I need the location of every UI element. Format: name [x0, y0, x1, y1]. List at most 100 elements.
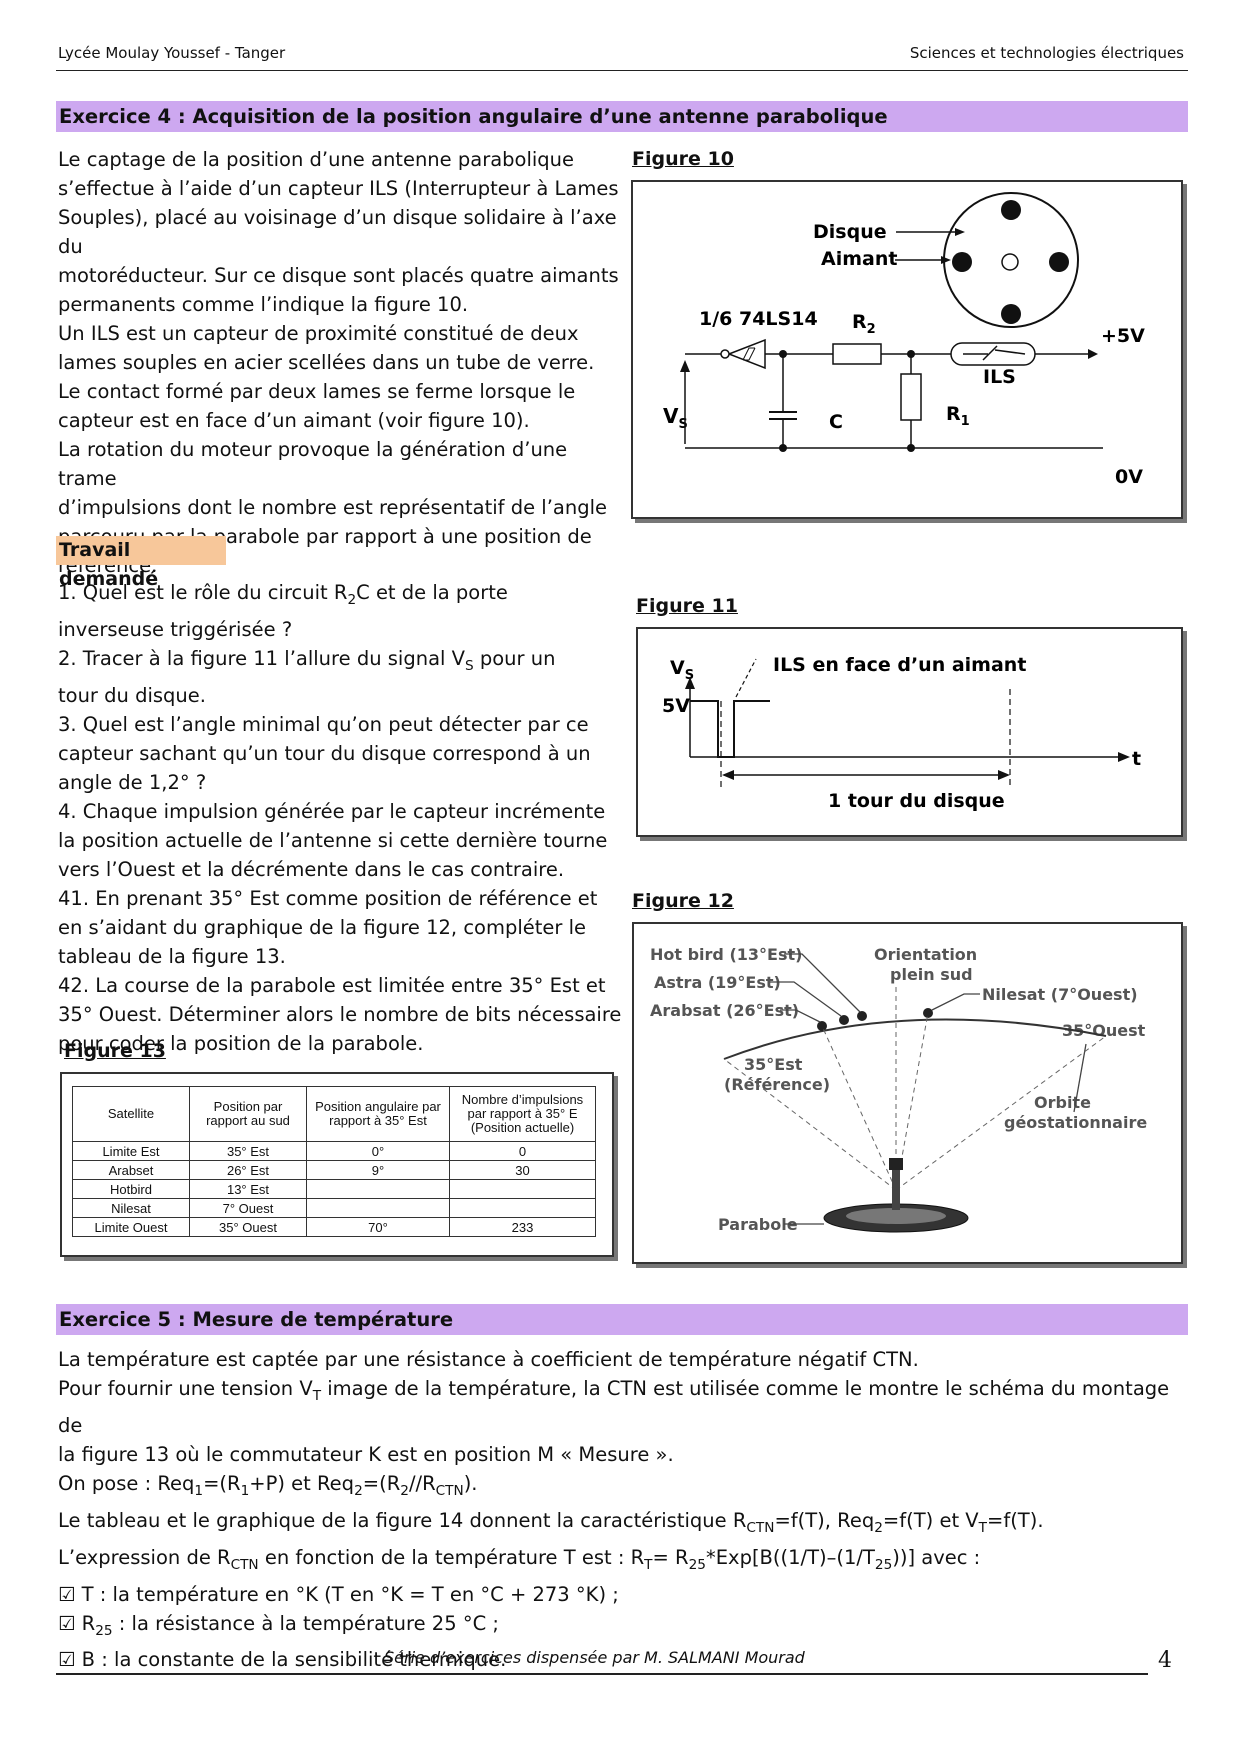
label-vs: VS — [663, 404, 688, 432]
dish-lnb-head — [889, 1158, 903, 1170]
label-plein-sud: plein sud — [890, 965, 973, 984]
note-leader — [735, 658, 757, 698]
arrowhead — [941, 256, 951, 264]
label-disque: Disque — [813, 221, 887, 243]
resistor-r2 — [832, 343, 882, 365]
table-row: Nilesat 7° Ouest — [72, 1198, 596, 1218]
label-5v: 5V — [662, 695, 690, 717]
arrowhead — [680, 360, 690, 372]
label-arabsat: Arabsat (26°Est) — [650, 1001, 799, 1020]
question-line: tour du disque. — [58, 683, 206, 707]
label-ils-note: ILS en face d’un aimant — [773, 654, 1026, 676]
figure-13-label: Figure 13 — [64, 1040, 166, 1062]
exercise-5-text: La température est captée par une résist… — [58, 1345, 1190, 1674]
resistor-r1 — [900, 373, 922, 421]
arrowhead — [998, 770, 1010, 780]
bullet-line: ☑ T : la température en °K (T en °K = T … — [58, 1582, 619, 1606]
intro-line: d’impulsions dont le nombre est représen… — [58, 496, 608, 519]
satellite-hotbird — [857, 1011, 867, 1021]
question-line: inverseuse triggérisée ? — [58, 617, 293, 641]
arrowhead — [722, 770, 734, 780]
text-line: la figure 13 où le commutateur K est en … — [58, 1442, 674, 1466]
header-subject: Sciences et technologies électriques — [909, 44, 1184, 62]
table-cell — [306, 1179, 450, 1199]
hysteresis-symbol — [742, 347, 756, 361]
arrowhead — [1088, 349, 1098, 359]
question-line: 4. Chaque impulsion générée par le capte… — [58, 799, 606, 823]
question-line: en s’aidant du graphique de la figure 12… — [58, 915, 587, 939]
figure-11-signal: VS 5V ILS en face d’un aimant t 1 tour d… — [636, 627, 1183, 837]
magnet-dot — [952, 252, 972, 272]
disc-axis — [1001, 253, 1019, 271]
label-35-est: 35°Est — [744, 1055, 803, 1074]
intro-line: lames souples en acier scellées dans un … — [58, 351, 595, 374]
table-cell: Limite Ouest — [72, 1217, 190, 1237]
col-header: Satellite — [72, 1086, 190, 1142]
orbit-diagram: Hot bird (13°Est) Astra (19°Est) Arabsat… — [650, 945, 1147, 1234]
label-orbite: Orbite — [1034, 1093, 1091, 1112]
circuit-diagram: Disque Aimant 1/6 74LS14 R2 +5V ILS VS C… — [663, 192, 1145, 488]
text-line: On pose : Req1=(R1+P) et Req2=(R2//RCTN)… — [58, 1471, 478, 1499]
sight-line — [821, 1025, 897, 1191]
travail-demande-label: Travail demandé — [56, 536, 226, 590]
schmitt-inverter — [726, 338, 766, 370]
label-ils: ILS — [983, 366, 1016, 388]
col-header: Nombre d’impulsions par rapport à 35° E … — [449, 1086, 596, 1142]
table-cell: Nilesat — [72, 1198, 190, 1218]
magnet-dot — [1049, 252, 1069, 272]
label-aimant: Aimant — [821, 248, 897, 270]
bullet-line: ☑ R25 : la résistance à la température 2… — [58, 1611, 499, 1639]
intro-line: permanents comme l’indique la figure 10. — [58, 293, 469, 316]
figure-12-orbit: Hot bird (13°Est) Astra (19°Est) Arabsat… — [632, 922, 1183, 1264]
footer-text: Série d’exercices dispensée par M. SALMA… — [384, 1648, 805, 1667]
header-divider — [56, 70, 1188, 71]
arrowhead — [685, 677, 695, 689]
col-header: Position par rapport au sud — [189, 1086, 307, 1142]
inverter-bubble — [720, 349, 730, 359]
magnet-dot — [1001, 304, 1021, 324]
label-nilesat: Nilesat (7°Ouest) — [982, 985, 1138, 1004]
signal-diagram: VS 5V ILS en face d’un aimant t 1 tour d… — [662, 654, 1141, 812]
table-cell: 35° Est — [189, 1141, 307, 1161]
table-cell — [306, 1198, 450, 1218]
label-vs: VS — [670, 657, 694, 683]
figure-10-label: Figure 10 — [632, 148, 734, 170]
question-line: capteur sachant qu’un tour du disque cor… — [58, 741, 591, 765]
junction — [779, 444, 787, 452]
table-cell: 26° Est — [189, 1160, 307, 1180]
table-cell: 30 — [449, 1160, 596, 1180]
page-number: 4 — [1158, 1648, 1172, 1673]
header-school: Lycée Moulay Youssef - Tanger — [58, 44, 286, 62]
intro-line: Le contact formé par deux lames se ferme… — [58, 380, 576, 403]
question-line: la position actuelle de l’antenne si cet… — [58, 828, 608, 852]
reed-blade — [994, 349, 1026, 355]
label-r1: R1 — [946, 403, 970, 429]
question-line: tableau de la figure 13. — [58, 944, 286, 968]
sight-line — [895, 1035, 1107, 1191]
junction — [907, 444, 915, 452]
table-cell: 13° Est — [189, 1179, 307, 1199]
footer-divider — [56, 1673, 1148, 1675]
table-row: Hotbird 13° Est — [72, 1179, 596, 1199]
leader-line — [1073, 1043, 1087, 1113]
questions-block: 1. Quel est le rôle du circuit R2C et de… — [58, 578, 628, 1058]
figure-10-circuit: Disque Aimant 1/6 74LS14 R2 +5V ILS VS C… — [631, 180, 1183, 519]
label-tour: 1 tour du disque — [828, 790, 1005, 812]
sight-line — [723, 1058, 897, 1191]
reed-blade — [982, 345, 998, 361]
table-row: Arabset 26° Est 9° 30 — [72, 1160, 596, 1180]
intro-line: capteur est en face d’un aimant (voir fi… — [58, 409, 530, 432]
signal-trace — [690, 700, 770, 758]
leader-line — [784, 953, 861, 1013]
label-5v: +5V — [1101, 325, 1145, 347]
question-line: pour coder la position de la parabole. — [58, 1031, 424, 1055]
table-row: Limite Ouest 35° Ouest 70° 233 — [72, 1217, 596, 1237]
figure-13-table: Satellite Position par rapport au sud Po… — [60, 1072, 614, 1257]
table-cell: 233 — [449, 1217, 596, 1237]
intro-line: La rotation du moteur provoque la généra… — [58, 438, 568, 490]
table-cell: 0° — [306, 1141, 450, 1161]
table-cell — [449, 1198, 596, 1218]
exercise-4-intro: Le captage de la position d’une antenne … — [58, 145, 628, 580]
label-35-ouest: 35°Ouest — [1062, 1021, 1146, 1040]
text-line: La température est captée par une résist… — [58, 1348, 919, 1371]
